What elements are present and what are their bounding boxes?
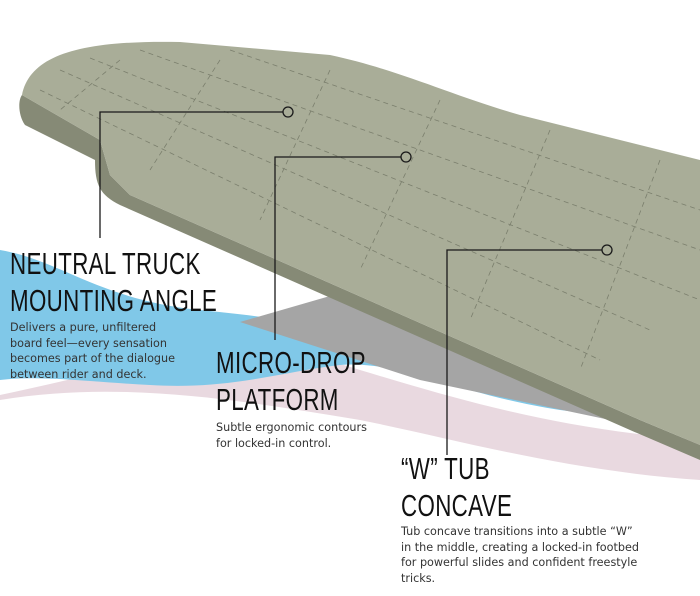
body-line: for locked-in control.	[216, 436, 332, 450]
title-line: “W” TUB	[401, 451, 490, 486]
callout-line-1	[99, 111, 283, 238]
body-line: between rider and deck.	[10, 367, 147, 381]
title-line: MOUNTING ANGLE	[10, 283, 218, 318]
body-line: Subtle ergonomic contours	[216, 421, 367, 434]
deck-side	[19, 95, 700, 460]
title-line: MICRO-DROP	[216, 345, 366, 380]
body-line: becomes part of the dialogue	[10, 352, 175, 365]
title-line: PLATFORM	[216, 382, 339, 417]
callout-title-micro-drop: MICRO-DROP PLATFORM	[216, 344, 366, 418]
callout-line-2	[274, 156, 401, 340]
body-line: board feel—every sensation	[10, 336, 167, 350]
callout-title-neutral-truck: NEUTRAL TRUCK MOUNTING ANGLE	[10, 245, 217, 319]
deck-top	[22, 41, 700, 445]
body-line: for powerful slides and confident freest…	[401, 556, 638, 569]
callout-line-3	[446, 249, 602, 455]
callout-title-w-tub: “W” TUB CONCAVE	[401, 450, 512, 524]
title-line: NEUTRAL TRUCK	[10, 246, 201, 281]
body-line: Delivers a pure, unfiltered	[10, 321, 157, 334]
body-line: Tub concave transitions into a subtle “W…	[401, 525, 633, 538]
body-line: tricks.	[401, 571, 436, 585]
callout-body-w-tub: Tub concave transitions into a subtle “W…	[401, 524, 639, 586]
title-line: CONCAVE	[401, 488, 513, 523]
callout-body-micro-drop: Subtle ergonomic contours for locked-in …	[216, 420, 367, 451]
callout-body-neutral-truck: Delivers a pure, unfiltered board feel—e…	[10, 320, 175, 382]
shadow	[240, 296, 610, 420]
body-line: in the middle, creating a locked-in foot…	[401, 540, 639, 554]
